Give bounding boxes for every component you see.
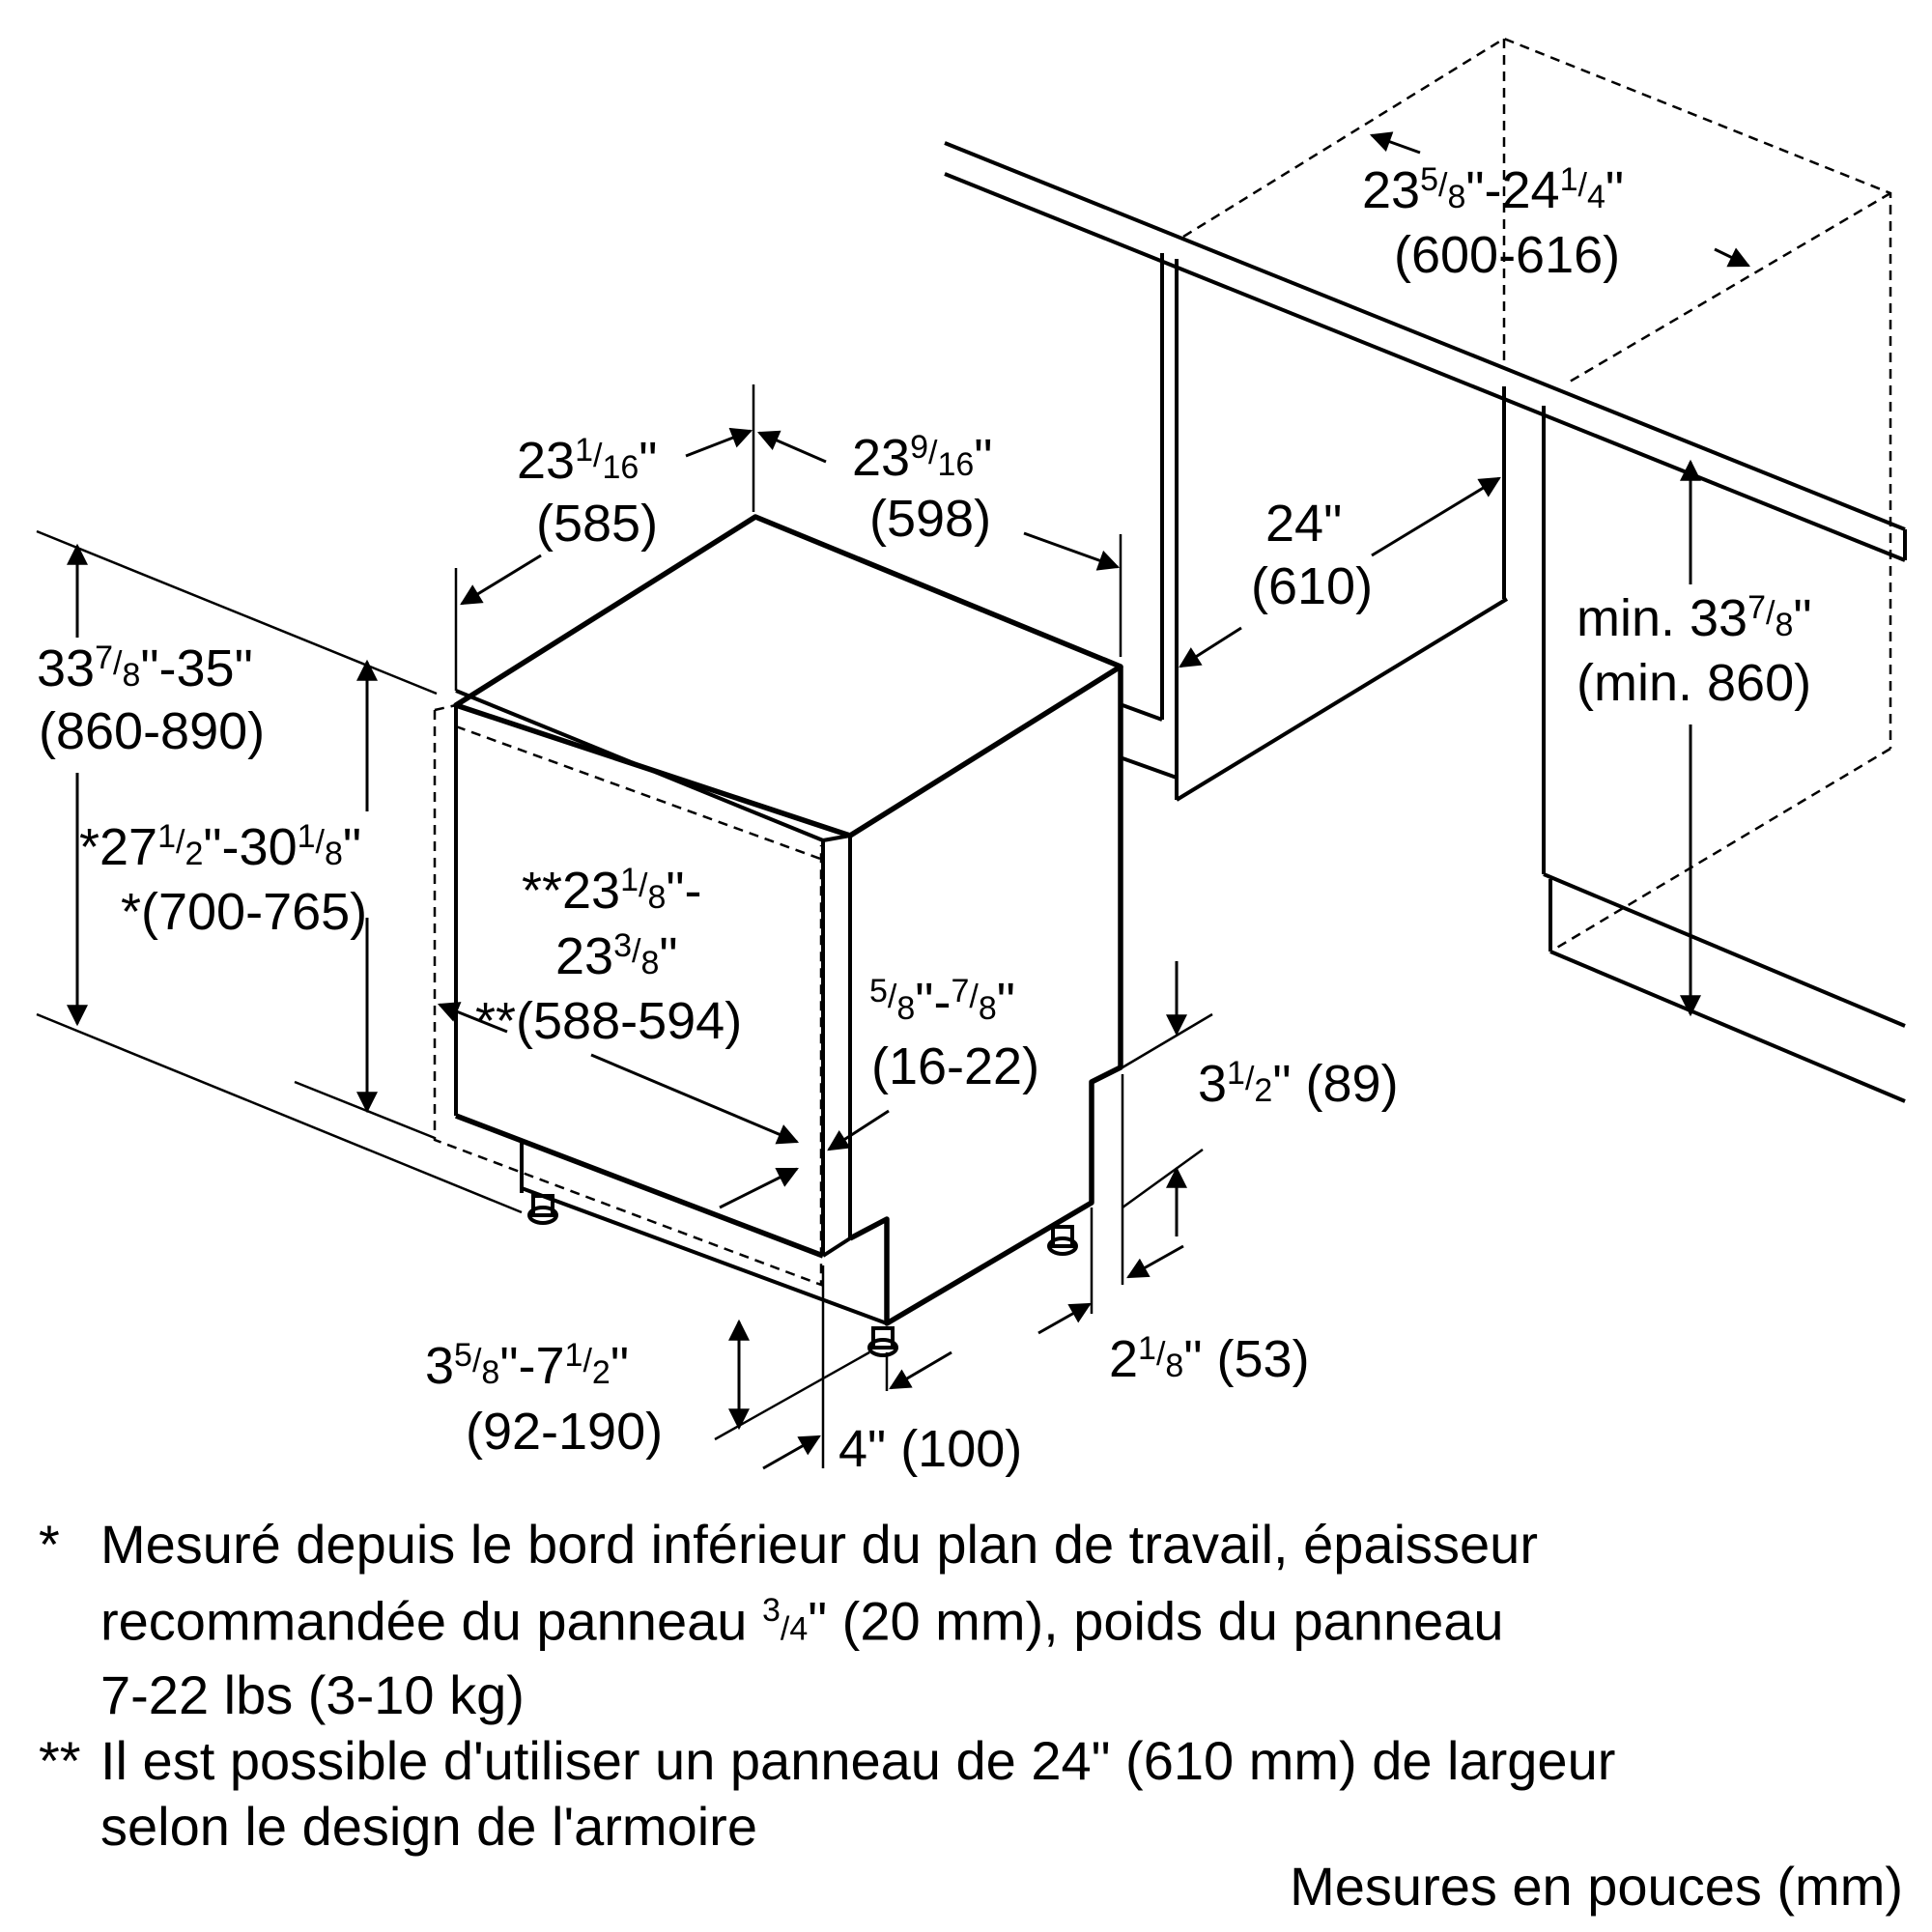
dimension-lines [36,131,1750,1470]
svg-text:4" (100): 4" (100) [838,1420,1022,1478]
svg-text:231/16": 231/16" [517,432,657,490]
dishwasher-body [433,514,1123,1357]
svg-text:239/16": 239/16" [852,429,992,487]
label-depth-right: 239/16" (598) [852,429,992,548]
svg-text:35/8"-71/2": 35/8"-71/2" [425,1337,629,1395]
label-rear-width: 235/8"-241/4" (600-616) [1362,161,1624,284]
svg-text:31/2" (89): 31/2" (89) [1198,1055,1399,1113]
svg-text:21/8" (53): 21/8" (53) [1109,1330,1310,1388]
label-total-height: 337/8"-35" (860-890) [37,639,265,760]
footnote-2: ** Il est possible d'utiliser un panneau… [39,1728,1893,1860]
svg-text:(16-22): (16-22) [871,1037,1039,1095]
svg-text:**(588-594): **(588-594) [475,992,742,1050]
label-min-height: min. 337/8" (min. 860) [1577,589,1812,712]
footnote-mark: * [39,1514,60,1575]
units-caption: Mesures en pouces (mm) [1290,1856,1903,1917]
cabinet-structure [944,37,1907,1103]
svg-text:24": 24" [1265,495,1342,553]
svg-text:(860-890): (860-890) [39,702,265,760]
label-toe-height: 31/2" (89) [1198,1055,1399,1113]
svg-text:(600-616): (600-616) [1394,226,1620,284]
label-depth-left: 231/16" (585) [517,432,658,553]
footnote-1: * Mesuré depuis le bord inférieur du pla… [39,1512,1893,1728]
footnote-mark: ** [39,1729,81,1791]
label-panel-width: **231/8"- 233/8" **(588-594) [475,862,742,1050]
svg-text:(598): (598) [869,490,991,548]
footnotes: * Mesuré depuis le bord inférieur du pla… [39,1512,1893,1860]
label-panel-thickness: 5/8"-7/8" (16-22) [869,973,1039,1095]
svg-text:min. 337/8": min. 337/8" [1577,589,1812,647]
label-cabinet-depth: 24" (610) [1251,495,1373,615]
svg-text:5/8"-7/8": 5/8"-7/8" [869,973,1015,1031]
svg-text:*(700-765): *(700-765) [121,883,367,941]
svg-text:(610): (610) [1251,557,1373,615]
label-panel-height: *271/2"-301/8" *(700-765) [79,818,367,941]
label-toe-depth: 21/8" (53) [1109,1330,1310,1388]
svg-text:235/8"-241/4": 235/8"-241/4" [1362,161,1624,219]
svg-text:**231/8"-: **231/8"- [522,862,702,920]
svg-text:(92-190): (92-190) [466,1403,663,1461]
svg-text:(585): (585) [536,495,658,553]
label-foot-height: 35/8"-71/2" (92-190) [425,1337,663,1461]
label-foot-offset: 4" (100) [838,1420,1022,1478]
svg-text:337/8"-35": 337/8"-35" [37,639,253,697]
svg-text:(min. 860): (min. 860) [1577,654,1811,712]
svg-text:*271/2"-301/8": *271/2"-301/8" [79,818,361,876]
svg-text:233/8": 233/8" [555,927,678,985]
